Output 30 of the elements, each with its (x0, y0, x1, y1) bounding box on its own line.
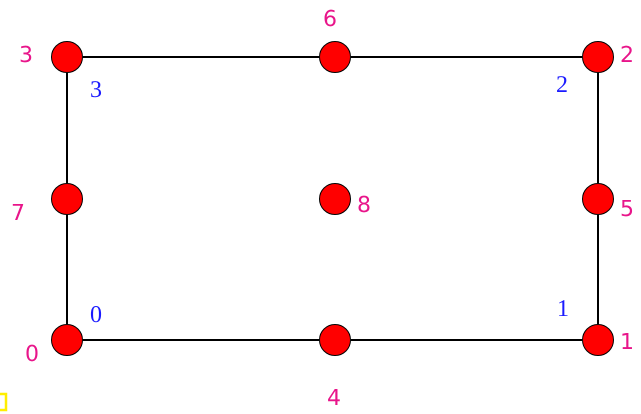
edge-line (597, 73, 599, 183)
corner-index: 2 (556, 73, 568, 97)
corner-index: 3 (90, 78, 102, 102)
vertex-dot (582, 324, 614, 356)
edge-line (66, 215, 68, 324)
vertex-dot (582, 183, 614, 215)
vertex-dot (319, 41, 351, 73)
vertex-dot (51, 41, 83, 73)
vertex-dot (582, 41, 614, 73)
vertex-number: 8 (357, 195, 371, 217)
vertex-dot (319, 324, 351, 356)
corner-index: 0 (90, 303, 102, 327)
vertex-number: 4 (327, 388, 341, 410)
edge-line (351, 339, 582, 341)
vertex-number: 7 (11, 203, 25, 225)
vertex-number: 2 (620, 45, 634, 67)
edge-line (351, 56, 582, 58)
vertex-dot (319, 183, 351, 215)
vertex-number: 5 (620, 199, 634, 221)
vertex-number: 3 (19, 45, 33, 67)
edge-line (597, 215, 599, 324)
vertex-dot (51, 324, 83, 356)
vertex-number: 6 (323, 9, 337, 31)
corner-index: 1 (557, 297, 569, 321)
vertex-dot (51, 183, 83, 215)
edge-line (83, 56, 319, 58)
edge-line (66, 73, 68, 183)
vertex-number: 0 (25, 344, 39, 366)
vertex-number: 1 (620, 332, 634, 354)
edge-line (83, 339, 319, 341)
